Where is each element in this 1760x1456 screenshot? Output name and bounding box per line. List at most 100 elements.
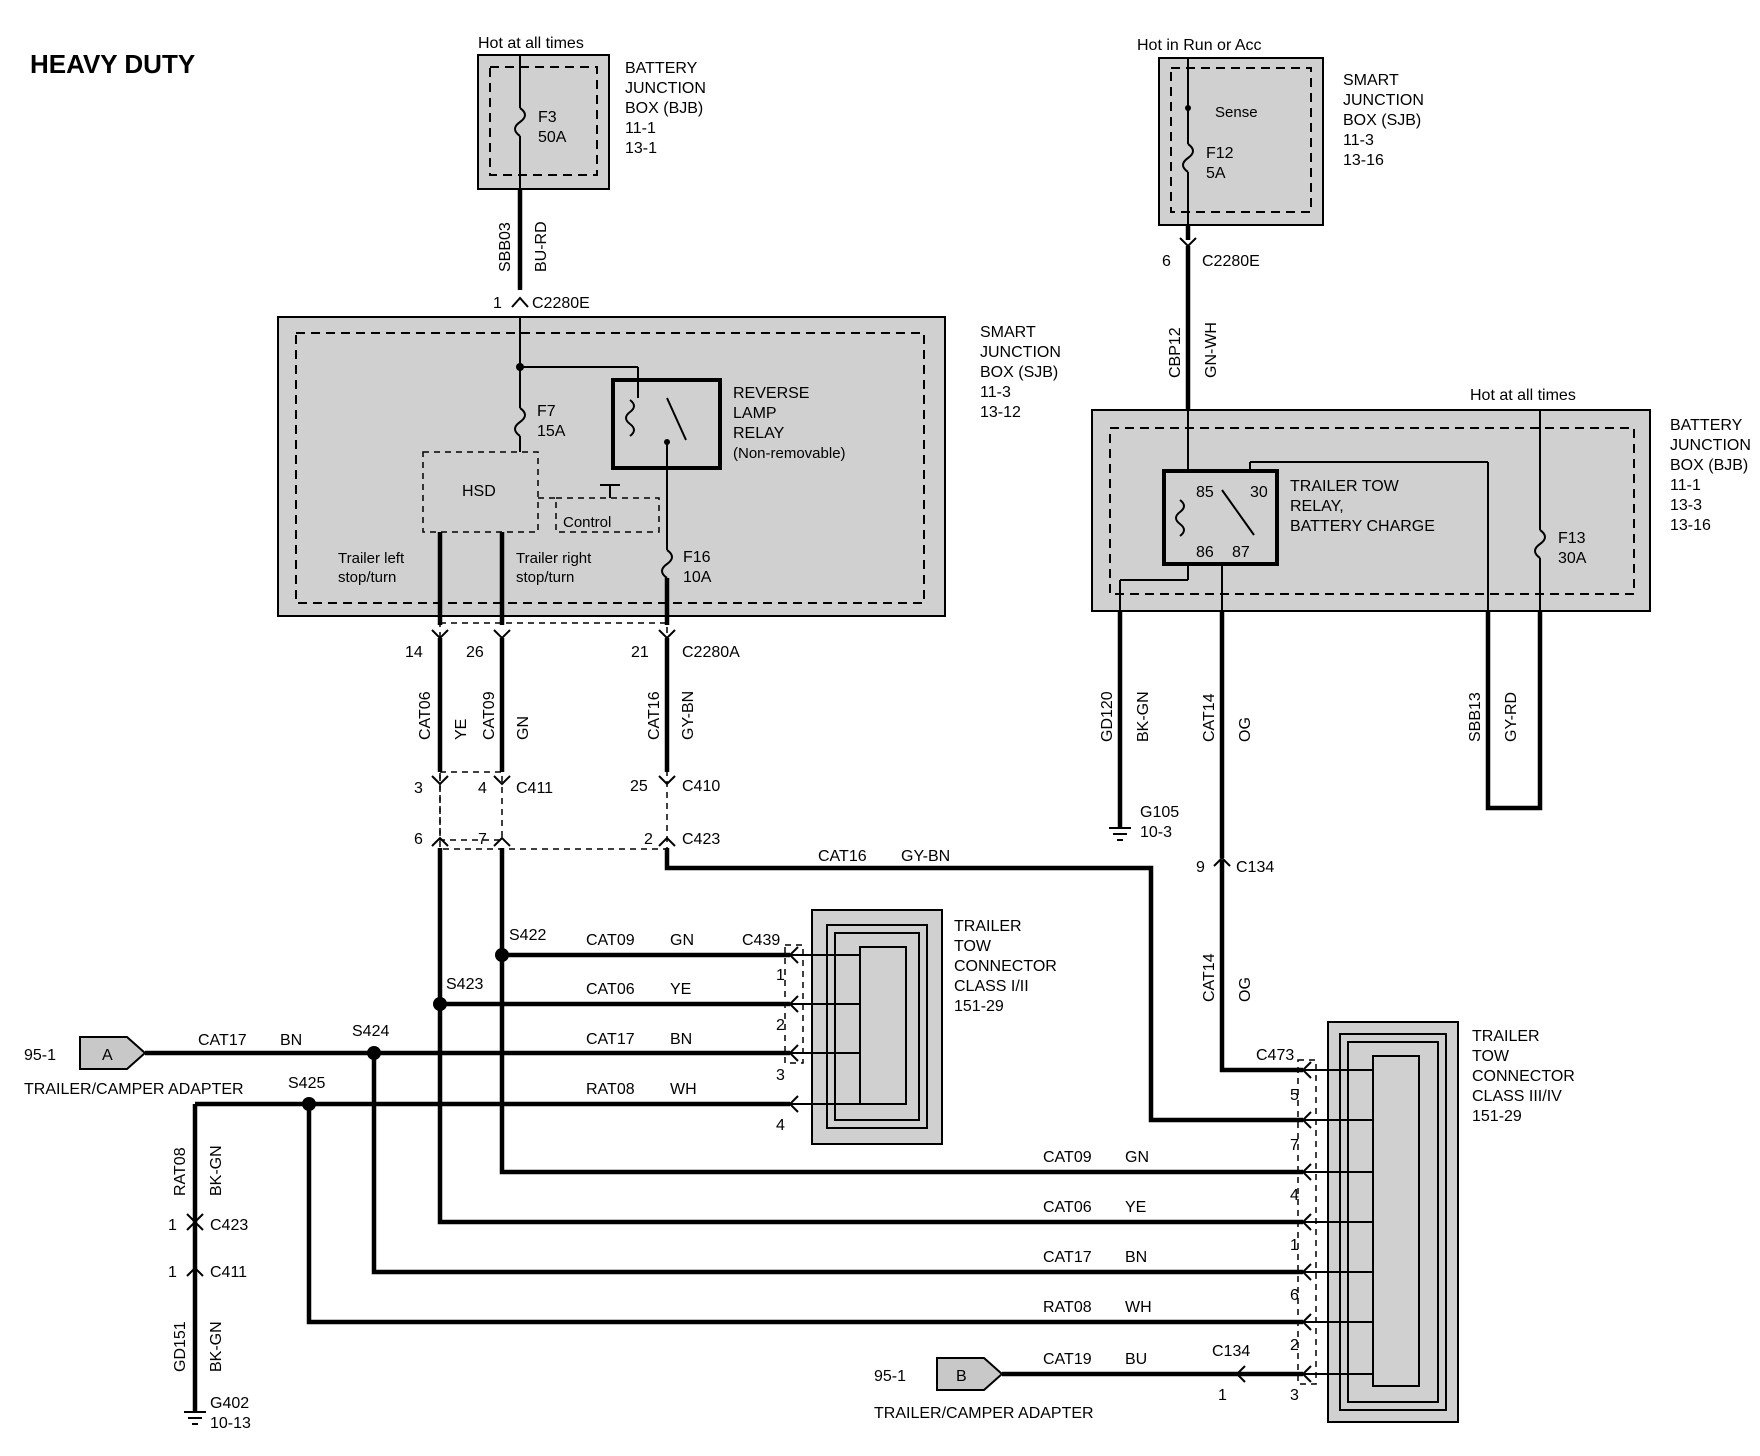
relay-pin-85: 85 (1196, 484, 1214, 501)
adapter-b-ref: 95-1 (874, 1368, 906, 1385)
adapter-b-label: TRAILER/CAMPER ADAPTER (874, 1405, 1094, 1422)
pin-c2280a-14: 14 (405, 644, 423, 661)
fuse-f12-label: F12 (1206, 145, 1234, 162)
tow-large-pin-2: 2 (1290, 1337, 1299, 1354)
bjb-right-name-2: JUNCTION (1670, 437, 1751, 454)
diagram-title: HEAVY DUTY (30, 49, 195, 79)
connector-c411: C411 (516, 780, 553, 797)
circuit-ye-c: YE (1125, 1199, 1146, 1216)
fuse-f7-icon (514, 407, 526, 437)
circuit-gn-b: GN (670, 932, 694, 949)
relay-pin-30: 30 (1250, 484, 1268, 501)
adapter-b-connector[interactable] (936, 1357, 1004, 1391)
circuit-bk-gn-c: BK-GN (1135, 691, 1152, 742)
pin-c2280a-26: 26 (466, 644, 484, 661)
circuit-rat08-c: RAT08 (1043, 1299, 1092, 1316)
trailer-tow-relay (1162, 469, 1279, 566)
trailer-right-label-1: Trailer right (516, 550, 592, 567)
connector-arrow-icon (1301, 1061, 1312, 1079)
bjb-right-note: Hot at all times (1470, 387, 1576, 404)
circuit-gn-a: GN (515, 716, 532, 740)
sjb-main-name-3: BOX (SJB) (980, 364, 1058, 381)
bjb-top-name-4: 11-1 (625, 120, 656, 137)
ground-g105-icon (1109, 827, 1131, 841)
bjb-right: Hot at all times BATTERY JUNCTION BOX (B… (1091, 387, 1751, 612)
sjb-main-name-1: SMART (980, 324, 1036, 341)
tow-large-pin-1: 1 (1290, 1237, 1299, 1254)
sjb-main: SMART JUNCTION BOX (SJB) 11-3 13-12 F7 1… (277, 316, 1061, 617)
tow-large-pin-4: 4 (1290, 1187, 1299, 1204)
connector-arrow-icon (788, 995, 799, 1013)
tow-large-pin-7: 7 (1290, 1137, 1299, 1154)
adapter-a-connector[interactable] (79, 1036, 147, 1070)
circuit-sbb13: SBB13 (1467, 692, 1484, 742)
connector-c423-top: C423 (682, 831, 720, 848)
relay-coil-icon (1175, 499, 1185, 537)
adapter-a-letter: A (102, 1047, 113, 1064)
connector-arrow-icon (186, 1266, 204, 1277)
connector-c473: C473 (1256, 1047, 1294, 1064)
circuit-bk-gn-a: BK-GN (208, 1145, 225, 1196)
circuit-gd151: GD151 (172, 1321, 189, 1372)
fuse-f16-label: F16 (683, 549, 711, 566)
connector-c2280e-top: C2280E (532, 295, 590, 312)
tow-small-pin-2: 2 (776, 1017, 785, 1034)
connector-arrow-icon (1213, 856, 1231, 867)
circuit-gn-c: GN (1125, 1149, 1149, 1166)
trailer-tow-connector-class-1-2[interactable] (790, 909, 943, 1145)
bjb-top-inner (489, 66, 598, 176)
circuit-bu: BU (1125, 1351, 1147, 1368)
bjb-right-box (1091, 409, 1651, 612)
relay-coil-icon (625, 399, 635, 437)
circuit-rat08-b: RAT08 (172, 1147, 189, 1196)
fuse-f12-icon (1182, 143, 1194, 173)
hsd-block (422, 451, 539, 533)
fuse-f13-rating: 30A (1558, 550, 1587, 567)
tow-large-pin-3: 3 (1290, 1387, 1299, 1404)
circuit-og-a: OG (1237, 717, 1254, 742)
circuit-cbp12: CBP12 (1167, 327, 1184, 378)
connector-c2280e-right: C2280E (1202, 253, 1260, 270)
circuit-rat08-a: RAT08 (586, 1081, 635, 1098)
connector-c410: C410 (682, 778, 720, 795)
trailer-right-label-2: stop/turn (516, 569, 574, 586)
connector-arrow-icon (511, 296, 529, 308)
circuit-ye-b: YE (670, 981, 691, 998)
bjb-top-box (477, 54, 610, 190)
pin-c411-left: 1 (168, 1264, 177, 1281)
connector-arrow-icon (1301, 1313, 1312, 1331)
connector-arrow-icon (1301, 1365, 1312, 1383)
ground-g105-label: G105 (1140, 804, 1179, 821)
trailer-tow-connector-class-3-4[interactable] (1303, 1021, 1459, 1423)
sjb-right-name-3: BOX (SJB) (1343, 112, 1421, 129)
tow-small-name-2: TOW (954, 938, 992, 955)
connector-arrow-icon (788, 1095, 799, 1113)
bjb-right-name-3: BOX (BJB) (1670, 457, 1748, 474)
pin-c2280e-1: 1 (493, 295, 502, 312)
connector-arrow-icon (493, 836, 511, 847)
splice-s424-label: S424 (352, 1023, 389, 1040)
circuit-wh-c: WH (1125, 1299, 1152, 1316)
pin-c2280a-21: 21 (631, 644, 649, 661)
circuit-cat17-b: CAT17 (586, 1031, 635, 1048)
splice-s425-label: S425 (288, 1075, 325, 1092)
sjb-right-note: Hot in Run or Acc (1137, 37, 1262, 54)
connector-arrow-icon (1301, 1263, 1312, 1281)
circuit-cat09-a: CAT09 (481, 691, 498, 740)
circuit-cat09-c: CAT09 (1043, 1149, 1092, 1166)
connector-c134-bottom: C134 (1212, 1343, 1250, 1360)
sjb-right-name-5: 13-16 (1343, 152, 1384, 169)
adapter-a-ref: 95-1 (24, 1047, 56, 1064)
bjb-top-name-3: BOX (BJB) (625, 100, 703, 117)
pin-c411-3: 3 (414, 780, 423, 797)
connector-arrow-icon (431, 836, 449, 847)
tow-large-name-3: CONNECTOR (1472, 1068, 1575, 1085)
relay-reverse-2: LAMP (733, 405, 777, 422)
pin-c134-9: 9 (1196, 859, 1205, 876)
pin-c423-7: 7 (478, 831, 487, 848)
circuit-bn-c: BN (1125, 1249, 1147, 1266)
bjb-top-name-1: BATTERY (625, 60, 698, 77)
connector-arrow-icon (1301, 1111, 1312, 1129)
circuit-cat17-c: CAT17 (1043, 1249, 1092, 1266)
tow-small-name-1: TRAILER (954, 918, 1022, 935)
